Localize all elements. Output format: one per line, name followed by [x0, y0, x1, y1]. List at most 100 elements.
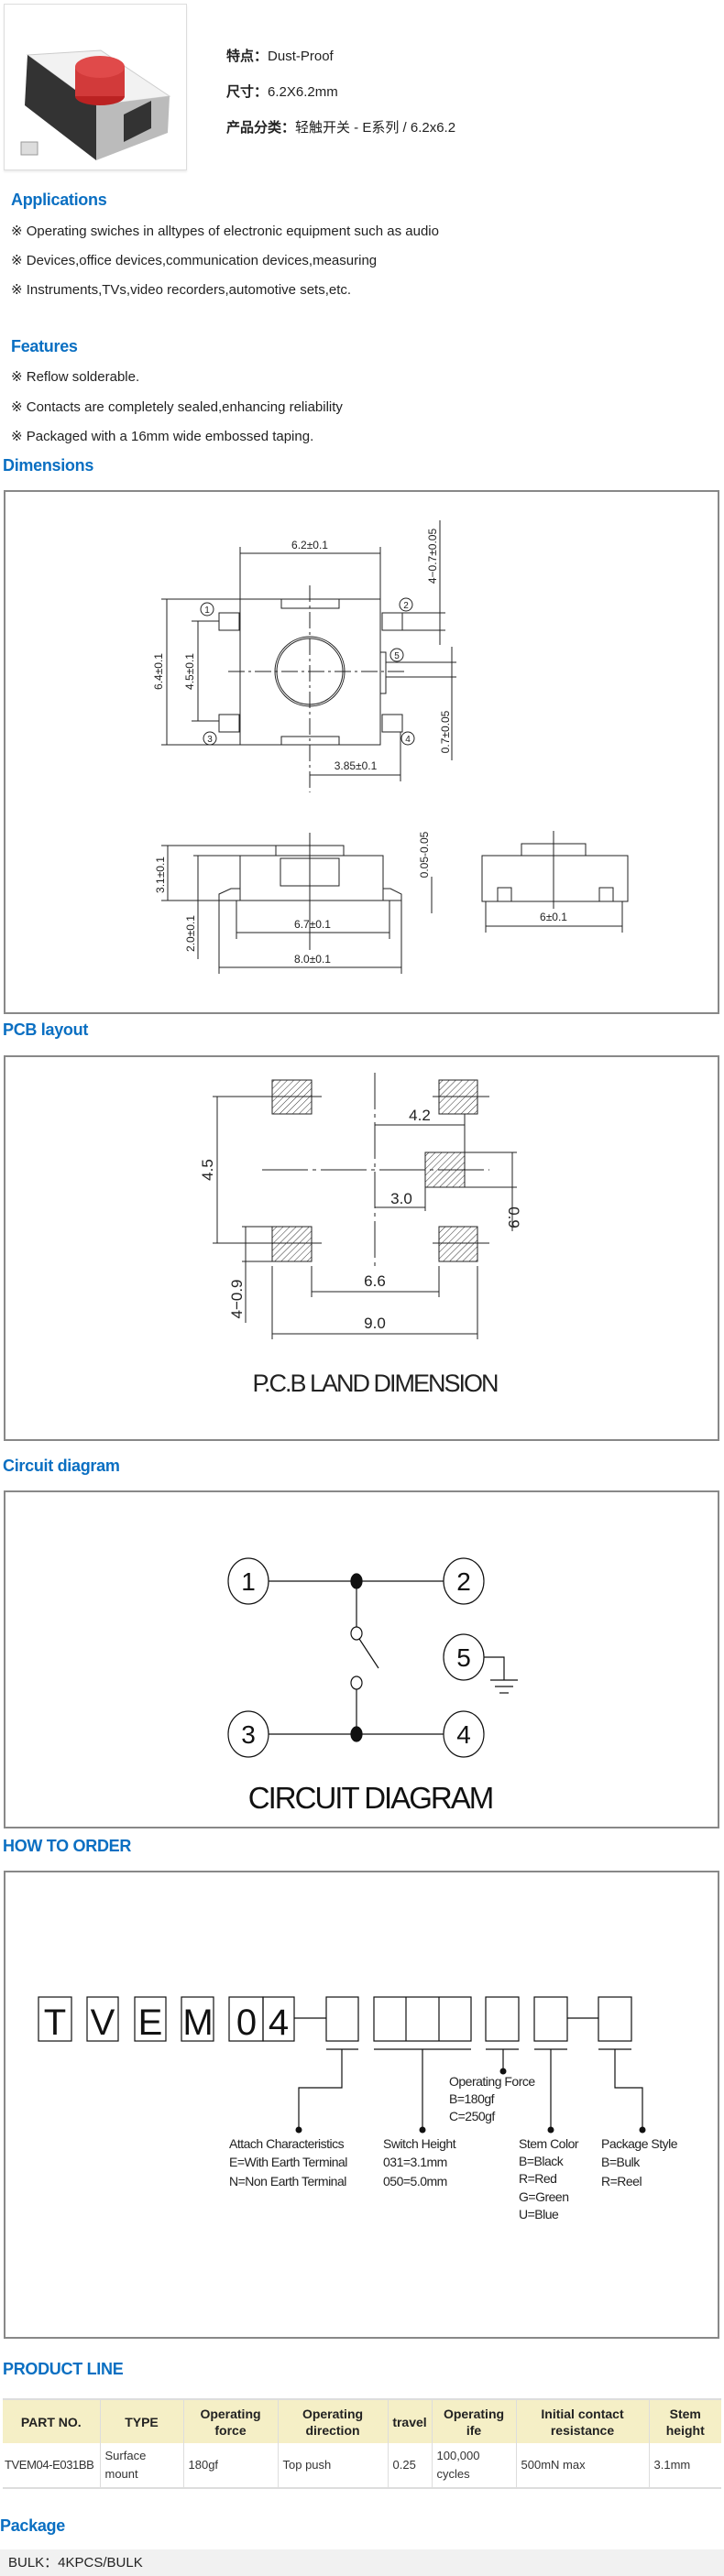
- pin-3: 3: [241, 1720, 256, 1749]
- code-letter: T: [44, 2003, 66, 2043]
- svg-text:R=Reel: R=Reel: [601, 2174, 642, 2189]
- code-letter: E: [138, 2003, 163, 2043]
- svg-text:050=5.0mm: 050=5.0mm: [383, 2174, 447, 2189]
- col-part-no: PART NO.: [3, 2398, 101, 2443]
- dim-height-label: 6.4±0.1: [152, 653, 165, 690]
- svg-text:Attach Characteristics: Attach Characteristics: [229, 2136, 345, 2151]
- application-item: ※ Instruments,TVs,video recorders,automo…: [11, 282, 352, 298]
- svg-text:031=3.1mm: 031=3.1mm: [383, 2155, 447, 2169]
- feature-item: ※ Reflow solderable.: [11, 369, 140, 385]
- code-letter: V: [91, 2003, 115, 2043]
- svg-text:Operating Force: Operating Force: [449, 2074, 535, 2089]
- force-code-box: [485, 1996, 520, 2042]
- cell-operating-life: 100,000 cycles: [432, 2443, 517, 2489]
- svg-text:E=With Earth Terminal: E=With Earth Terminal: [229, 2155, 347, 2169]
- dim-width-label: 6.2±0.1: [291, 539, 328, 551]
- svg-text:N=Non Earth Terminal: N=Non Earth Terminal: [229, 2174, 346, 2189]
- height-code-box: [373, 1996, 472, 2042]
- cell-part-no: TVEM04-E031BB: [3, 2443, 101, 2489]
- cell-travel: 0.25: [388, 2443, 433, 2489]
- dimension-diagram: 6.2±0.1 6.4±0.1 4.5±0.1 4−0.7±0.05 0.7±0…: [152, 520, 629, 974]
- svg-text:B=Black: B=Black: [519, 2154, 565, 2168]
- package-heading: Package: [0, 2516, 65, 2535]
- color-code-box: [533, 1996, 568, 2042]
- dim-terminal2-label: 0.7±0.05: [439, 710, 452, 753]
- col-operating-force: Operating force: [183, 2398, 279, 2443]
- pin-5-label: 5: [394, 651, 400, 661]
- svg-text:B=Bulk: B=Bulk: [601, 2155, 641, 2169]
- pin-1: 1: [241, 1567, 256, 1596]
- cell-contact-resistance: 500mN max: [516, 2443, 650, 2489]
- pcb-drawing: 4.5 4.2 3.0 0.9 4−0.9 6.6 9.0 P.C.B LAND…: [4, 1055, 719, 1441]
- pcb-dim-0-9: 0.9: [505, 1206, 522, 1228]
- svg-text:G=Green: G=Green: [519, 2189, 568, 2204]
- feature-spec: 特点：Dust-Proof: [226, 49, 334, 64]
- svg-text:Package Style: Package Style: [601, 2136, 678, 2151]
- circuit-caption: CIRCUIT DIAGRAM: [248, 1781, 492, 1815]
- dim-offset-label: 3.85±0.1: [335, 759, 378, 772]
- cell-type: Surface mount: [100, 2443, 184, 2489]
- application-item: ※ Operating swiches in alltypes of elect…: [11, 224, 439, 239]
- pcb-land-diagram: 4.5 4.2 3.0 0.9 4−0.9 6.6 9.0 P.C.B LAND…: [199, 1073, 522, 1397]
- col-travel: travel: [388, 2398, 433, 2443]
- dim-body-height-label: 2.0±0.1: [184, 915, 197, 952]
- code-letter: M: [182, 2003, 213, 2043]
- code-letter: 4: [269, 2003, 289, 2043]
- pin-3-label: 3: [207, 735, 213, 745]
- svg-text:Switch Height: Switch Height: [383, 2136, 456, 2151]
- circuit-heading: Circuit diagram: [3, 1457, 120, 1475]
- end-view: 6±0.1: [481, 831, 629, 933]
- package-style-legend: Package Style B=Bulk R=Reel: [601, 2136, 678, 2189]
- order-code-drawing: T V E M 0 4 Operating Force B=180gf C=25…: [4, 1871, 719, 2339]
- cell-operating-direction: Top push: [278, 2443, 389, 2489]
- dim-pitch-label: 4.5±0.1: [183, 653, 196, 690]
- dim-terminal-label: 4−0.7±0.05: [426, 529, 439, 584]
- applications-heading: Applications: [11, 191, 107, 209]
- operating-force-legend: Operating Force B=180gf C=250gf: [449, 2074, 536, 2123]
- dim-side-height-label: 3.1±0.1: [154, 857, 167, 893]
- code-letter: 0: [236, 2003, 257, 2043]
- tact-switch-illustration: [20, 49, 171, 202]
- feature-item: ※ Packaged with a 16mm wide embossed tap…: [11, 429, 314, 444]
- dimensions-heading: Dimensions: [3, 456, 94, 475]
- cell-stem-height: 3.1mm: [649, 2443, 721, 2489]
- svg-text:C=250gf: C=250gf: [449, 2109, 495, 2123]
- category-spec: 产品分类：轻触开关 - E系列 / 6.2x6.2: [226, 120, 456, 136]
- pin-4: 4: [456, 1720, 471, 1749]
- pcb-dim-9-0: 9.0: [364, 1315, 386, 1332]
- pcb-caption: P.C.B LAND DIMENSION: [252, 1370, 498, 1397]
- category-link[interactable]: 轻触开关 - E系列 / 6.2x6.2: [295, 120, 456, 136]
- dim-body-len-label: 6.7±0.1: [294, 918, 331, 931]
- pcb-dim-4-0-9: 4−0.9: [228, 1279, 246, 1318]
- pcb-dim-6-6: 6.6: [364, 1272, 386, 1290]
- size-spec: 尺寸：6.2X6.2mm: [226, 84, 338, 100]
- top-view: 6.2±0.1 6.4±0.1 4.5±0.1 4−0.7±0.05 0.7±0…: [152, 520, 456, 792]
- table-row: TVEM04-E031BB Surface mount 180gf Top pu…: [3, 2443, 721, 2489]
- svg-text:R=Red: R=Red: [519, 2171, 556, 2186]
- product-line-table: PART NO. TYPE Operating force Operating …: [3, 2398, 721, 2489]
- stem-color-legend: Stem Color B=Black R=Red G=Green U=Blue: [519, 2136, 579, 2221]
- pin-2-label: 2: [403, 601, 409, 611]
- pin-2: 2: [456, 1567, 471, 1596]
- table-header-row: PART NO. TYPE Operating force Operating …: [3, 2398, 721, 2443]
- package-value: BULK：4KPCS/BULK: [8, 2555, 143, 2571]
- order-heading: HOW TO ORDER: [3, 1837, 132, 1855]
- side-view: 3.1±0.1 2.0±0.1 6.7±0.1 8.0±0.1 0.05-0.0…: [154, 831, 433, 974]
- col-type: TYPE: [100, 2398, 184, 2443]
- attach-legend: Attach Characteristics E=With Earth Term…: [229, 2136, 348, 2189]
- order-code-diagram: T V E M 0 4 Operating Force B=180gf C=25…: [38, 1996, 678, 2221]
- pcb-heading: PCB layout: [3, 1021, 89, 1039]
- circuit-schematic: 1 2 3 4 5 CIRCUIT DIAGRAM: [227, 1557, 518, 1815]
- pcb-dim-4-5: 4.5: [199, 1159, 216, 1181]
- dimensions-drawing: 6.2±0.1 6.4±0.1 4.5±0.1 4−0.7±0.05 0.7±0…: [4, 490, 719, 1014]
- col-contact-resistance: Initial contact resistance: [516, 2398, 650, 2443]
- package-info: BULK：4KPCS/BULK: [0, 2549, 724, 2576]
- svg-text:Stem Color: Stem Color: [519, 2136, 579, 2151]
- circuit-drawing: 1 2 3 4 5 CIRCUIT DIAGRAM: [4, 1490, 719, 1828]
- pcb-pads: [271, 1079, 478, 1262]
- product-image: [4, 4, 187, 202]
- features-heading: Features: [11, 337, 78, 355]
- pcb-dim-4-2: 4.2: [409, 1107, 431, 1124]
- package-code-box: [598, 1996, 632, 2042]
- application-item: ※ Devices,office devices,communication d…: [11, 253, 378, 268]
